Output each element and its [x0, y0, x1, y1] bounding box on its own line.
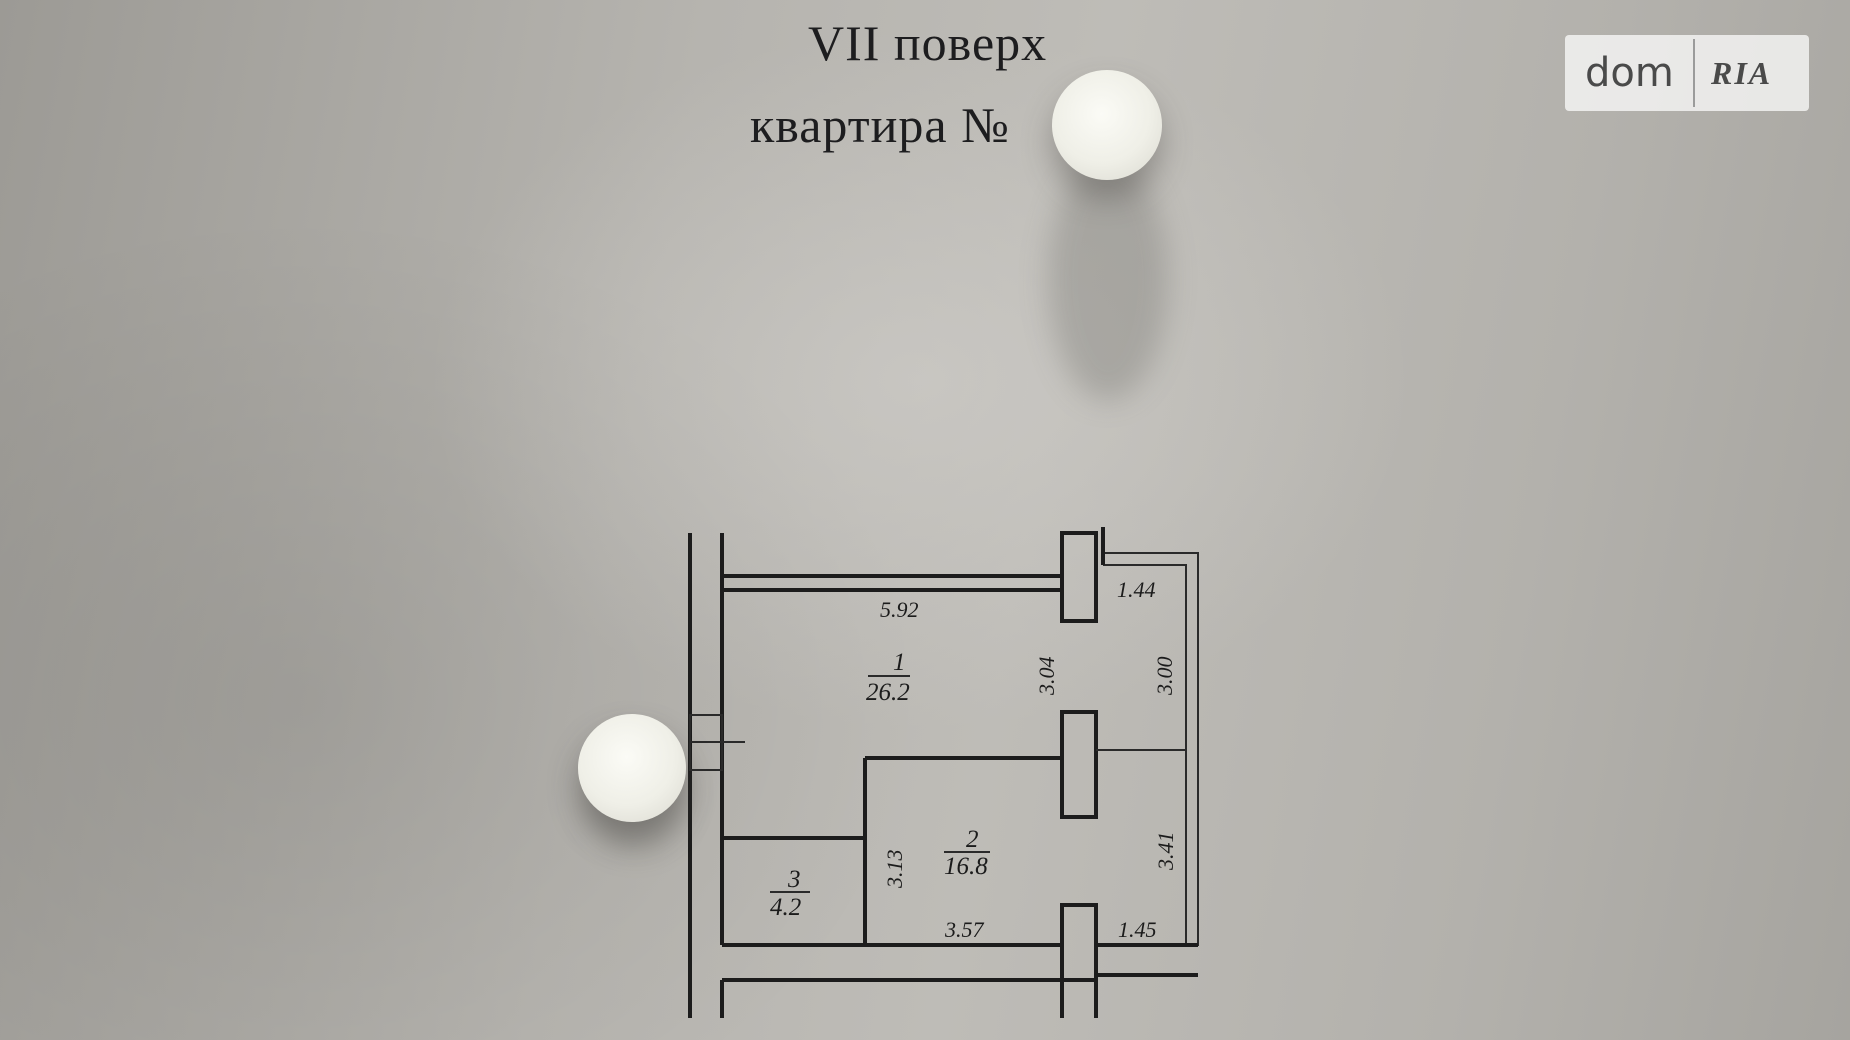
- logo-divider: [1693, 39, 1695, 107]
- pillar-middle: [1060, 710, 1098, 819]
- magnet-top: [1052, 70, 1162, 180]
- dimension-label: 3.13: [882, 850, 907, 890]
- dimension-label: 3.41: [1153, 832, 1178, 872]
- dom-ria-logo: dom RIA: [1565, 35, 1809, 111]
- logo-dom-text: dom: [1585, 50, 1674, 96]
- dimension-label: 1.44: [1117, 577, 1156, 602]
- pillar-bottom: [1060, 903, 1098, 982]
- dimension-label: 3.57: [944, 917, 985, 942]
- dimension-label: 3.04: [1034, 657, 1059, 697]
- apartment-title: квартира №: [750, 97, 1010, 153]
- room-number: 2: [966, 826, 979, 853]
- room-number: 1: [893, 649, 906, 676]
- logo-ria-text: RIA: [1711, 54, 1773, 91]
- dimension-label: 3.00: [1152, 657, 1177, 697]
- room-area: 4.2: [770, 894, 801, 921]
- pillar-top: [1060, 531, 1098, 623]
- room-number: 3: [787, 866, 801, 893]
- dimension-label: 1.45: [1118, 917, 1157, 942]
- room-area: 16.8: [944, 853, 988, 880]
- dimension-label: 5.92: [880, 597, 919, 622]
- floor-title: VII поверх: [808, 15, 1048, 71]
- magnet-left: [578, 714, 686, 822]
- balcony-inner-line: [1103, 564, 1187, 945]
- magnet-shadow: [1048, 160, 1168, 400]
- room-area: 26.2: [866, 679, 910, 706]
